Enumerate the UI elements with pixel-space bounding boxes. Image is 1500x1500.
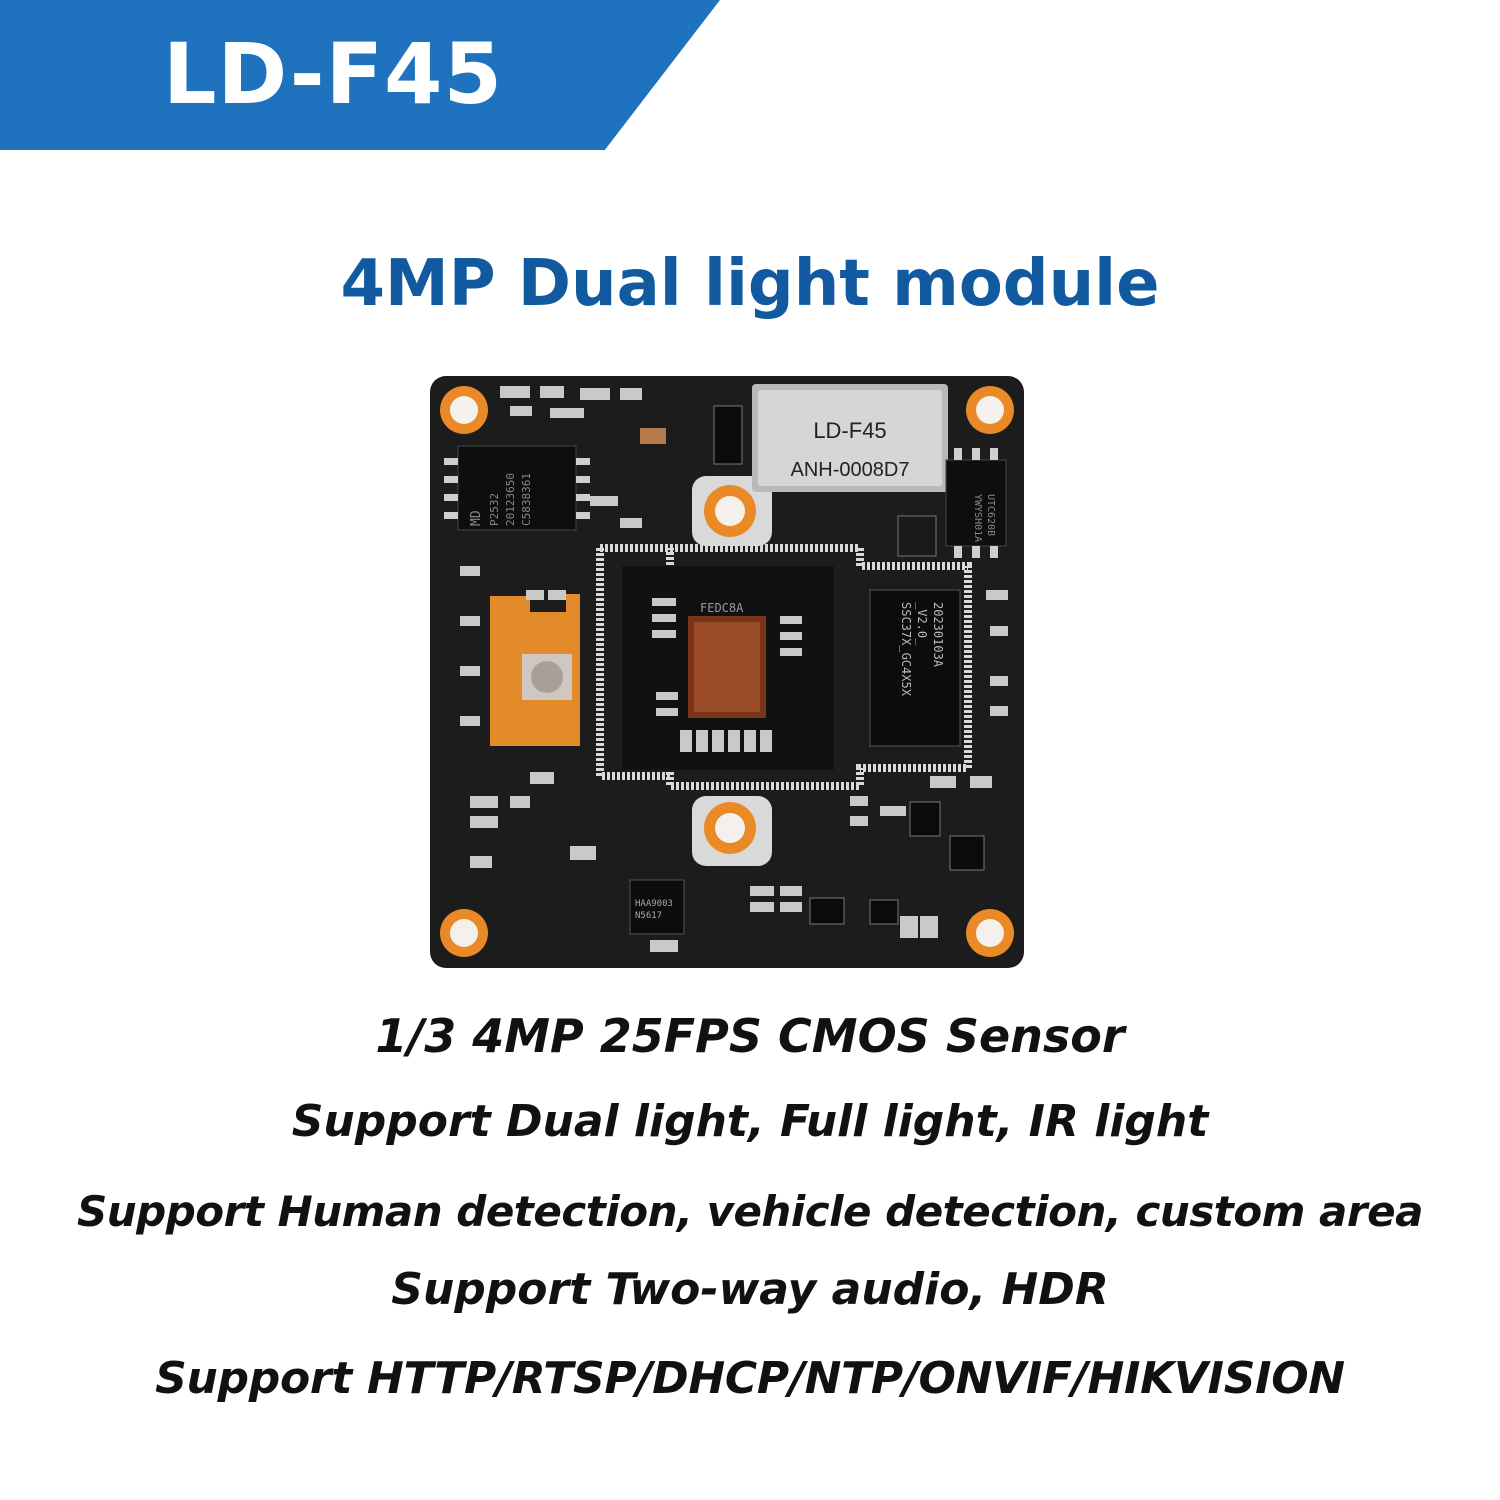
flash-chip: MD P2532 20123650 C5838361	[444, 445, 590, 531]
audio-codec-chip: HAA9003 N5617	[629, 879, 685, 935]
feature-audio-hdr: Support Two-way audio, HDR	[391, 1264, 1109, 1315]
feature-light-modes: Support Dual light, Full light, IR light	[291, 1096, 1209, 1147]
ethernet-transformer: LD-F45 ANH-0008D7	[752, 384, 948, 492]
svg-text:SSC37X_GC4X5X: SSC37X_GC4X5X	[899, 602, 913, 697]
cmos-sensor: FEDC8A	[688, 601, 766, 718]
transistors	[713, 405, 985, 925]
model-title: LD-F45	[163, 25, 503, 123]
svg-text:_V2.0_: _V2.0_	[915, 602, 929, 646]
svg-text:FEDC8A: FEDC8A	[700, 601, 744, 615]
product-subtitle: 4MP Dual light module	[340, 247, 1160, 321]
svg-text:MD: MD	[469, 510, 484, 526]
feature-sensor: 1/3 4MP 25FPS CMOS Sensor	[375, 1009, 1125, 1063]
header-banner	[0, 0, 720, 150]
svg-text:20230103A: 20230103A	[931, 602, 945, 668]
mounting-holes	[440, 386, 1014, 957]
soc-chip: SSC37X_GC4X5X _V2.0_ 20230103A	[869, 589, 961, 747]
smd-components	[460, 386, 1008, 952]
svg-text:YWYSH01A: YWYSH01A	[972, 494, 983, 542]
svg-text:UTC620B: UTC620B	[985, 494, 996, 536]
svg-text:HAA9003: HAA9003	[635, 899, 673, 909]
ethernet-label: LD-F45	[813, 418, 886, 443]
lens-bracket-pad	[490, 594, 580, 746]
svg-text:P2532: P2532	[488, 493, 501, 526]
feature-detection: Support Human detection, vehicle detecti…	[77, 1187, 1423, 1236]
feature-protocols: Support HTTP/RTSP/DHCP/NTP/ONVIF/HIKVISI…	[155, 1353, 1345, 1404]
svg-text:20123650: 20123650	[504, 473, 517, 526]
svg-text:C5838361: C5838361	[520, 473, 533, 526]
mosfet-chip: YWYSH01A UTC620B	[945, 448, 1007, 558]
svg-text:N5617: N5617	[635, 911, 662, 921]
sensor-frame	[596, 544, 972, 790]
ethernet-code: ANH-0008D7	[791, 459, 910, 481]
pcb-board-image: LD-F45 ANH-0008D7 MD P2532 20123650 C583…	[430, 376, 1024, 968]
